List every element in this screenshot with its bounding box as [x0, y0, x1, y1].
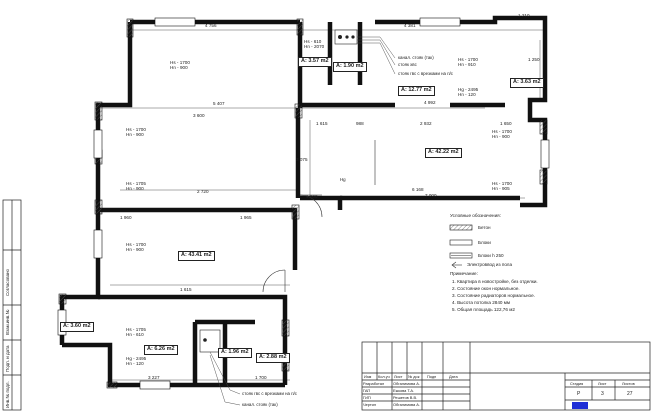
dimension-text: 3 075: [296, 157, 308, 162]
dimension-text: 1 650: [500, 121, 512, 126]
stamp-header: Лист: [394, 374, 403, 379]
dimension-text: 5 407: [213, 101, 225, 106]
stamp-name: Обгалимова А.: [393, 381, 420, 386]
room-area-bath-bot: A: 2.88 m2: [256, 353, 290, 363]
dimension-text: 3 600: [193, 113, 205, 118]
legend-item: Электроввод из пола: [467, 262, 513, 267]
callout-leaders: [209, 36, 396, 406]
stamp-role: ГАП: [363, 388, 371, 393]
stamp-role: Чертил: [363, 402, 377, 407]
stamp-stage: Р: [577, 391, 581, 397]
riser-label: Hg: [340, 177, 346, 182]
side-sign-label: Подп. и дата: [5, 345, 10, 372]
dimension-text: 1 615: [316, 121, 328, 126]
dimension-text: 6 168: [412, 187, 424, 192]
callout-top: канал. стояк (так): [398, 55, 434, 60]
room-area-room-bl: A: 6.26 m2: [144, 345, 178, 355]
note-line: 2. Состояние окон нормальное.: [452, 286, 520, 291]
stamp-role: ГИП: [363, 395, 371, 400]
risers: [199, 29, 358, 353]
callout-top: стояк гвс с врезками на п/с: [398, 71, 453, 76]
legend-item: Бетон: [478, 225, 491, 230]
stamp-sheets-header: Листов: [622, 381, 635, 386]
stamp-sheets: 27: [627, 391, 633, 397]
dimension-text: 4 756: [205, 23, 217, 28]
dimension-text: 1 960: [120, 215, 132, 220]
stamp-sheet: 3: [601, 391, 604, 397]
room-area-kitchen: A: 12.77 m2: [398, 86, 435, 96]
title-block: [361, 341, 651, 411]
legend-title: Условные обозначения:: [450, 213, 501, 218]
callout-bottom: стояк гвс с врезками на п/с: [242, 391, 297, 396]
stamp-header: Изм: [364, 374, 372, 379]
room-area-living: A: 42.22 m2: [425, 148, 462, 158]
dimension-text: 1 615: [180, 287, 192, 292]
dimension-text: 1 210: [518, 13, 530, 18]
stamp-stage-header: Стадия: [570, 381, 584, 386]
dimension-text: 2 720: [197, 189, 209, 194]
stamp-sheet-header: Лист: [598, 381, 607, 386]
side-replaced-label: Взам.инв.№: [5, 309, 10, 335]
side-inv-label: Инв.№ подл.: [5, 381, 10, 408]
room-area-bath-top: A: 3.57 m2: [298, 57, 332, 67]
doors: [262, 140, 376, 293]
dimension-text: 4 381: [404, 23, 416, 28]
note-line: 3. Состояние радиаторов нормальное.: [452, 293, 535, 298]
note-line: 1. Квартира в новостройке, без отделки.: [452, 279, 538, 284]
stamp-name: Обгалимова А.: [393, 402, 420, 407]
side-strip: Согласовано Взам.инв.№ Подп. и дата Инв.…: [2, 199, 22, 411]
dimension-text: 2 932: [420, 121, 432, 126]
callout-top: стояк хвс: [398, 62, 417, 67]
stamp-header: Кол.уч: [378, 374, 390, 379]
stamp-header: Дата: [449, 374, 458, 379]
side-approved-label: Согласовано: [5, 268, 10, 296]
dimension-text: 1 965: [240, 215, 252, 220]
notes-title: Примечание:: [450, 271, 478, 276]
dimension-text: 1 250: [528, 57, 540, 62]
room-area-balcony-tr: A: 3.63 m2: [510, 78, 544, 88]
room-area-wc-bot: A: 1.96 m2: [218, 348, 252, 358]
dimension-text: 4 992: [424, 100, 436, 105]
stamp-name: Решетов В.В.: [393, 395, 418, 400]
stamp-role: Разработал: [363, 381, 385, 386]
stamp-header: Подп: [427, 374, 437, 379]
stamp-name: Ежкова Т.А.: [393, 388, 415, 393]
dimension-text: 988: [356, 121, 364, 126]
legend-item: Блоки: [478, 240, 491, 245]
legend-item: Блоки h 250: [478, 253, 504, 258]
stamp-header: № док: [408, 374, 420, 379]
dimension-text: 1 000: [306, 194, 318, 199]
callout-bottom: канал. стояк (так): [242, 402, 278, 407]
dimension-text: 1 700: [255, 375, 267, 380]
dimension-text: 7 000: [425, 193, 437, 198]
note-line: 5. Общая площадь 122,76 м2: [452, 307, 515, 312]
room-area-balcony-l: A: 3.60 m2: [60, 322, 94, 332]
note-line: 4. Высота потолка 2840 мм: [452, 300, 511, 305]
room-area-wc-top: A: 1.90 m2: [333, 62, 367, 72]
room-area-bedroom: A: 43.41 m2: [178, 251, 215, 261]
dimension-text: 3 227: [148, 375, 160, 380]
legend: [449, 224, 473, 269]
